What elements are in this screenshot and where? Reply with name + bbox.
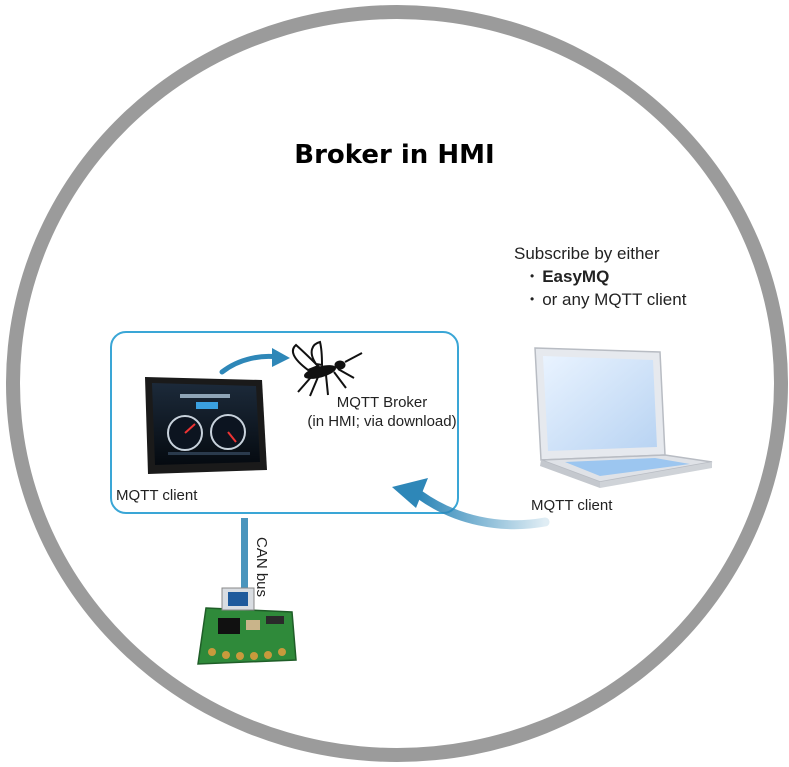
subscribe-option-any-client: or any MQTT client (530, 289, 686, 312)
laptop-client-label: MQTT client (531, 497, 613, 514)
can-bus-label: CAN bus (253, 537, 270, 598)
broker-label: MQTT Broker (in HMI; via download) (282, 393, 482, 431)
publish-arrow (219, 353, 281, 375)
subscribe-arrow (415, 490, 550, 530)
subscribe-option-easymq: EasyMQ (530, 266, 686, 289)
broker-label-line1: MQTT Broker (336, 394, 428, 411)
subscribe-options: EasyMQ or any MQTT client (530, 266, 686, 312)
can-bus-line (241, 518, 248, 598)
subscribe-heading: Subscribe by either (514, 244, 660, 263)
hmi-client-label: MQTT client (116, 487, 198, 504)
broker-label-line2: (in HMI; via download) (307, 413, 457, 430)
laptop-icon (534, 347, 713, 488)
diagram-title: Broker in HMI (294, 140, 495, 170)
publish-arrow-head (272, 348, 290, 367)
circuit-board-icon (197, 587, 297, 665)
subscribe-arrow-head (392, 478, 428, 508)
hmi-touchscreen-icon (145, 377, 267, 474)
mosquito-icon (291, 340, 363, 397)
hmi-container-box (110, 331, 459, 514)
